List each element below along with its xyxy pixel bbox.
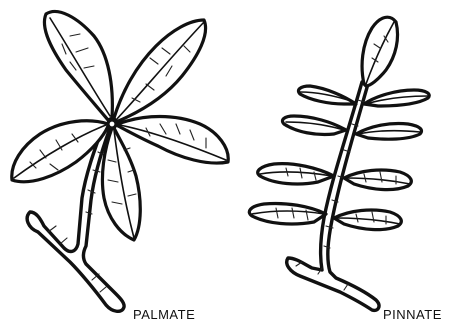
pinnate-leaflet-left-4 bbox=[249, 203, 326, 224]
palmate-leaflet-lower bbox=[102, 128, 140, 240]
pinnate-leaflet-left-2 bbox=[282, 116, 346, 135]
palmate-leaf-node bbox=[108, 120, 116, 128]
pinnate-label: PINNATE bbox=[383, 307, 442, 322]
pinnate-leaf-drawing bbox=[249, 17, 429, 310]
palmate-leaf-drawing bbox=[12, 11, 228, 311]
palmate-label: PALMATE bbox=[133, 307, 195, 322]
